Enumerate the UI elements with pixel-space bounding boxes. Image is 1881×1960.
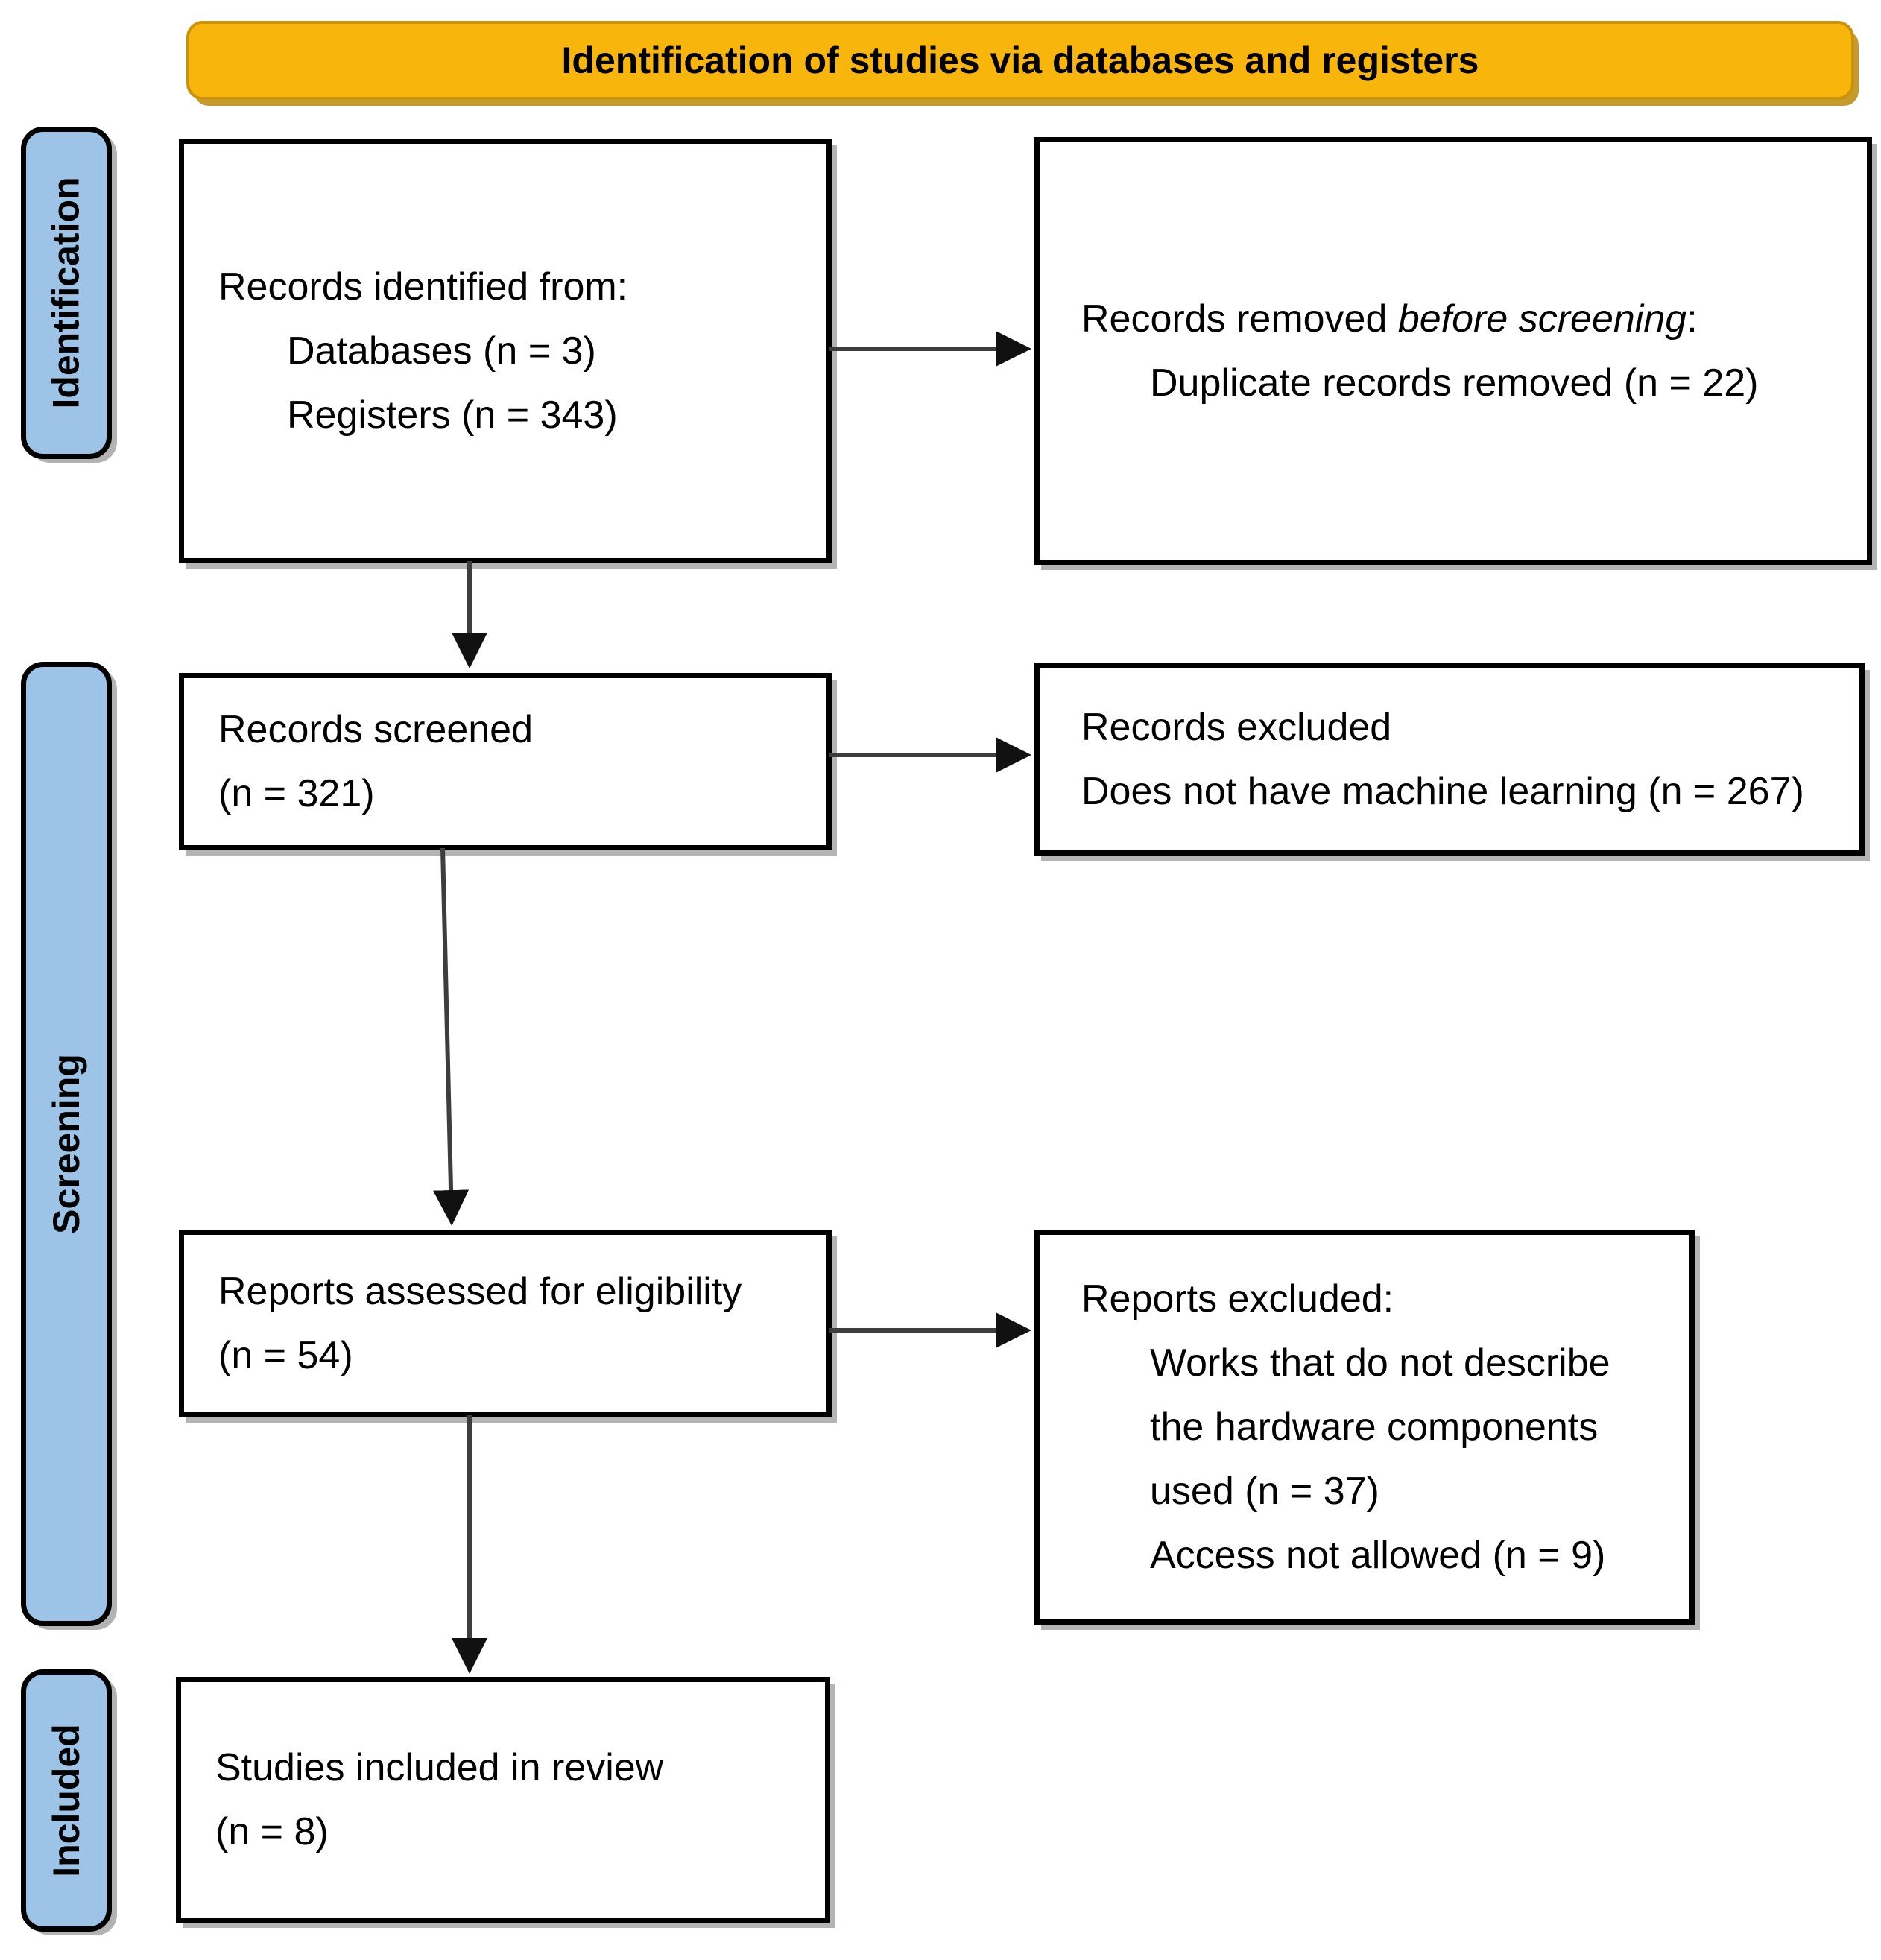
reports-excluded-reason-1c: used (n = 37) [1150,1470,1379,1513]
box-reports-assessed: Reports assessed for eligibility (n = 54… [179,1230,832,1417]
records-removed-prefix: Records removed [1081,297,1398,341]
reports-excluded-reason-1a: Works that do not describe [1150,1341,1610,1385]
records-identified-line: Records identified from: [218,265,628,309]
box-reports-excluded: Reports excluded: Works that do not desc… [1034,1230,1695,1625]
reports-assessed-count: (n = 54) [218,1334,353,1377]
stage-included: Included [21,1669,112,1932]
box-records-excluded: Records excluded Does not have machine l… [1034,663,1865,856]
box-records-removed: Records removed before screening: Duplic… [1034,137,1872,565]
banner-title: Identification of studies via databases … [186,21,1854,100]
reports-excluded-line: Reports excluded: [1081,1277,1394,1321]
box-studies-included: Studies included in review (n = 8) [176,1677,830,1923]
stage-included-label: Included [45,1724,88,1877]
stage-identification: Identification [21,127,112,459]
studies-included-count: (n = 8) [215,1810,329,1853]
studies-included-line: Studies included in review [215,1746,664,1789]
records-excluded-reason: Does not have machine learning (n = 267) [1081,770,1804,813]
records-removed-line: Records removed before screening: [1081,287,1852,351]
records-screened-line: Records screened [218,708,533,751]
duplicate-records-removed: Duplicate records removed (n = 22) [1150,361,1759,405]
records-screened-count: (n = 321) [218,772,375,815]
records-removed-italic: before screening [1397,297,1687,341]
reports-assessed-line: Reports assessed for eligibility [218,1270,742,1313]
records-excluded-line: Records excluded [1081,706,1392,749]
box-records-identified: Records identified from: Databases (n = … [179,139,832,563]
arrow-screened-to-assessed [433,847,470,1226]
reports-excluded-reason-2: Access not allowed (n = 9) [1150,1534,1606,1577]
records-identified-databases: Databases (n = 3) [287,329,596,373]
records-identified-registers: Registers (n = 343) [287,393,618,437]
stage-identification-label: Identification [45,177,88,409]
stage-screening-label: Screening [45,1054,87,1234]
reports-excluded-reason-1b: the hardware components [1150,1406,1599,1449]
banner-title-text: Identification of studies via databases … [561,39,1479,81]
records-removed-suffix: : [1686,297,1698,341]
box-records-screened: Records screened (n = 321) [179,673,832,850]
stage-screening: Screening [21,662,112,1626]
